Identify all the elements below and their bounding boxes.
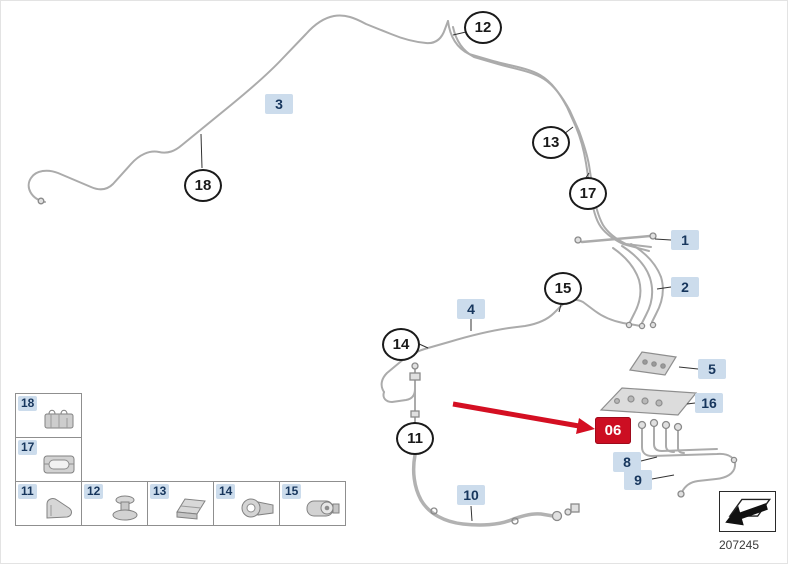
callout-text: 17 — [579, 185, 597, 202]
tube-clip-icon — [241, 498, 274, 518]
callout-circle-11[interactable]: 11 — [396, 422, 434, 455]
part-label-1[interactable]: 1 — [671, 230, 699, 250]
callout-circle-17[interactable]: 17 — [569, 177, 607, 210]
part-label-text: 8 — [623, 454, 631, 470]
callout-text: 18 — [194, 177, 212, 194]
travel-direction-box — [719, 491, 776, 532]
part-label-text: 10 — [463, 487, 479, 503]
pipe-clip-icon — [44, 409, 74, 429]
part-label-text: 3 — [275, 96, 283, 112]
part-label-text: 5 — [708, 361, 716, 377]
callout-text: 13 — [542, 134, 560, 151]
callout-text: 12 — [474, 19, 492, 36]
sheet-clip-icon — [176, 498, 206, 520]
part-label-4[interactable]: 4 — [457, 299, 485, 319]
legend-cell-18[interactable]: 18 — [15, 393, 82, 438]
callout-circle-15[interactable]: 15 — [544, 272, 582, 305]
part-label-10[interactable]: 10 — [457, 485, 485, 505]
highlighted-part-label-06[interactable]: 06 — [595, 417, 631, 444]
legend-cell-14[interactable]: 14 — [213, 481, 280, 526]
pointer-arrow — [452, 401, 595, 434]
highlight-text: 06 — [604, 422, 622, 439]
callout-circle-18[interactable]: 18 — [184, 169, 222, 202]
part-label-8[interactable]: 8 — [613, 452, 641, 472]
legend-cell-17[interactable]: 17 — [15, 437, 82, 482]
callout-circle-12[interactable]: 12 — [464, 11, 502, 44]
callout-text: 14 — [392, 336, 410, 353]
part-label-text: 9 — [634, 472, 642, 488]
part-label-text: 1 — [681, 232, 689, 248]
block-clamp-icon — [43, 455, 75, 474]
part-label-5[interactable]: 5 — [698, 359, 726, 379]
part-label-9[interactable]: 9 — [624, 470, 652, 490]
legend-number: 12 — [84, 484, 104, 499]
part-label-16[interactable]: 16 — [695, 393, 723, 413]
brake-hose-line — [411, 453, 555, 527]
legend-cell-12[interactable]: 12 — [81, 481, 148, 526]
part-label-text: 2 — [681, 279, 689, 295]
legend-number: 14 — [216, 484, 236, 499]
legend-number: 11 — [18, 484, 37, 499]
travel-direction-icon — [725, 498, 772, 526]
callout-circle-14[interactable]: 14 — [382, 328, 420, 361]
legend-cell-11[interactable]: 11 — [15, 481, 82, 526]
part-label-text: 4 — [467, 301, 475, 317]
holder-clamp-icon — [306, 500, 340, 517]
part-label-3[interactable]: 3 — [265, 94, 293, 114]
legend-cell-13[interactable]: 13 — [147, 481, 214, 526]
callout-circle-13[interactable]: 13 — [532, 126, 570, 159]
spring-clip-icon — [46, 498, 72, 519]
part-label-2[interactable]: 2 — [671, 277, 699, 297]
grommet-icon — [112, 495, 138, 521]
part-label-text: 16 — [701, 395, 717, 411]
diagram-ref-number: 207245 — [718, 538, 760, 552]
legend-number: 18 — [18, 396, 38, 411]
callout-text: 15 — [554, 280, 572, 297]
legend-cell-15[interactable]: 15 — [279, 481, 346, 526]
legend-number: 15 — [282, 484, 302, 499]
legend-number: 17 — [18, 440, 38, 455]
mounting-plates — [599, 351, 698, 416]
callout-text: 11 — [407, 430, 423, 447]
legend-number: 13 — [150, 484, 170, 499]
